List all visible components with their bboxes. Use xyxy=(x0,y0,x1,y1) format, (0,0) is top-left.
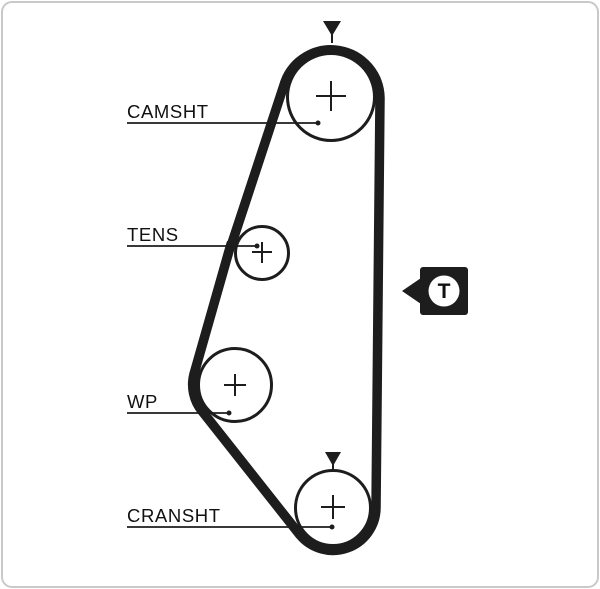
tensioner-center-cross xyxy=(252,242,272,263)
tension-letter: T xyxy=(438,280,451,303)
water-pump-label-line xyxy=(127,410,232,416)
camshaft-timing-arrow-icon xyxy=(323,21,341,43)
crankshaft-timing-arrow-icon xyxy=(325,452,341,472)
timing-belt xyxy=(187,45,385,556)
crankshaft-center-cross xyxy=(321,495,345,519)
water-pump-label: WP xyxy=(127,391,158,412)
camshaft-label-line xyxy=(127,120,321,126)
water-pump-center-cross xyxy=(224,374,246,396)
camshaft-label: CAMSHT xyxy=(127,101,209,122)
tension-badge-circle xyxy=(428,275,460,307)
camshaft-center-cross xyxy=(316,81,346,111)
tension-arrow-icon xyxy=(402,278,421,304)
tension-indicator-icon: T xyxy=(402,267,468,315)
crankshaft-label: CRANSHT xyxy=(127,505,221,526)
crankshaft-label-line xyxy=(127,524,335,530)
tensioner-label-line xyxy=(127,243,260,249)
tensioner-label: TENS xyxy=(127,224,179,245)
